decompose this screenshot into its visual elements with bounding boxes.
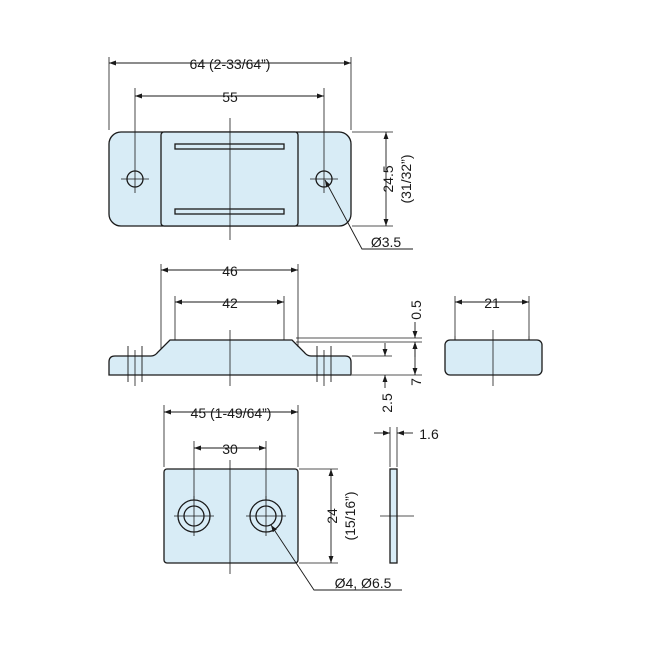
dim-gap: 0.5 [408, 300, 424, 320]
strike-plate-side-view: 1.6 [374, 426, 439, 564]
dim-inner-length: 42 [222, 295, 238, 311]
dim-hole-spacing: 55 [222, 89, 238, 105]
dim-plate-height-inch: (15/16”) [342, 491, 358, 540]
dim-total-height: 7 [408, 378, 424, 386]
catch-slot-lower [174, 208, 285, 215]
catch-top-view: 64 (2-33/64”) 55 24.5 (31/32”) Ø3.5 [108, 56, 414, 250]
dim-plate-hole-dia: Ø4, Ø6.5 [335, 575, 392, 591]
strike-plate [163, 468, 299, 564]
dim-mount-hole: Ø3.5 [371, 234, 402, 250]
catch-end-view: 21 [444, 295, 543, 386]
catch-body [160, 131, 299, 227]
dim-plate-thickness: 1.6 [419, 426, 439, 442]
catch-slot-upper [174, 143, 285, 150]
dim-plate-hole-spacing: 30 [222, 441, 238, 457]
dim-height-inch: (31/32”) [398, 154, 414, 203]
dim-depth: 21 [484, 295, 500, 311]
catch-end-profile [444, 339, 543, 376]
dim-flange-thickness: 2.5 [379, 393, 395, 413]
catch-side-view: 46 42 0.5 7 2.5 [108, 263, 424, 413]
dim-height: 24.5 [380, 165, 396, 192]
dim-plate-height: 24 [324, 508, 340, 524]
strike-plate-front-view: 45 (1-49/64”) 30 24 (15/16”) Ø4, Ø6.5 [163, 405, 402, 591]
dim-overall-length: 64 (2-33/64”) [190, 56, 271, 72]
dim-body-length: 46 [222, 263, 238, 279]
dim-plate-length: 45 (1-49/64”) [191, 405, 272, 421]
